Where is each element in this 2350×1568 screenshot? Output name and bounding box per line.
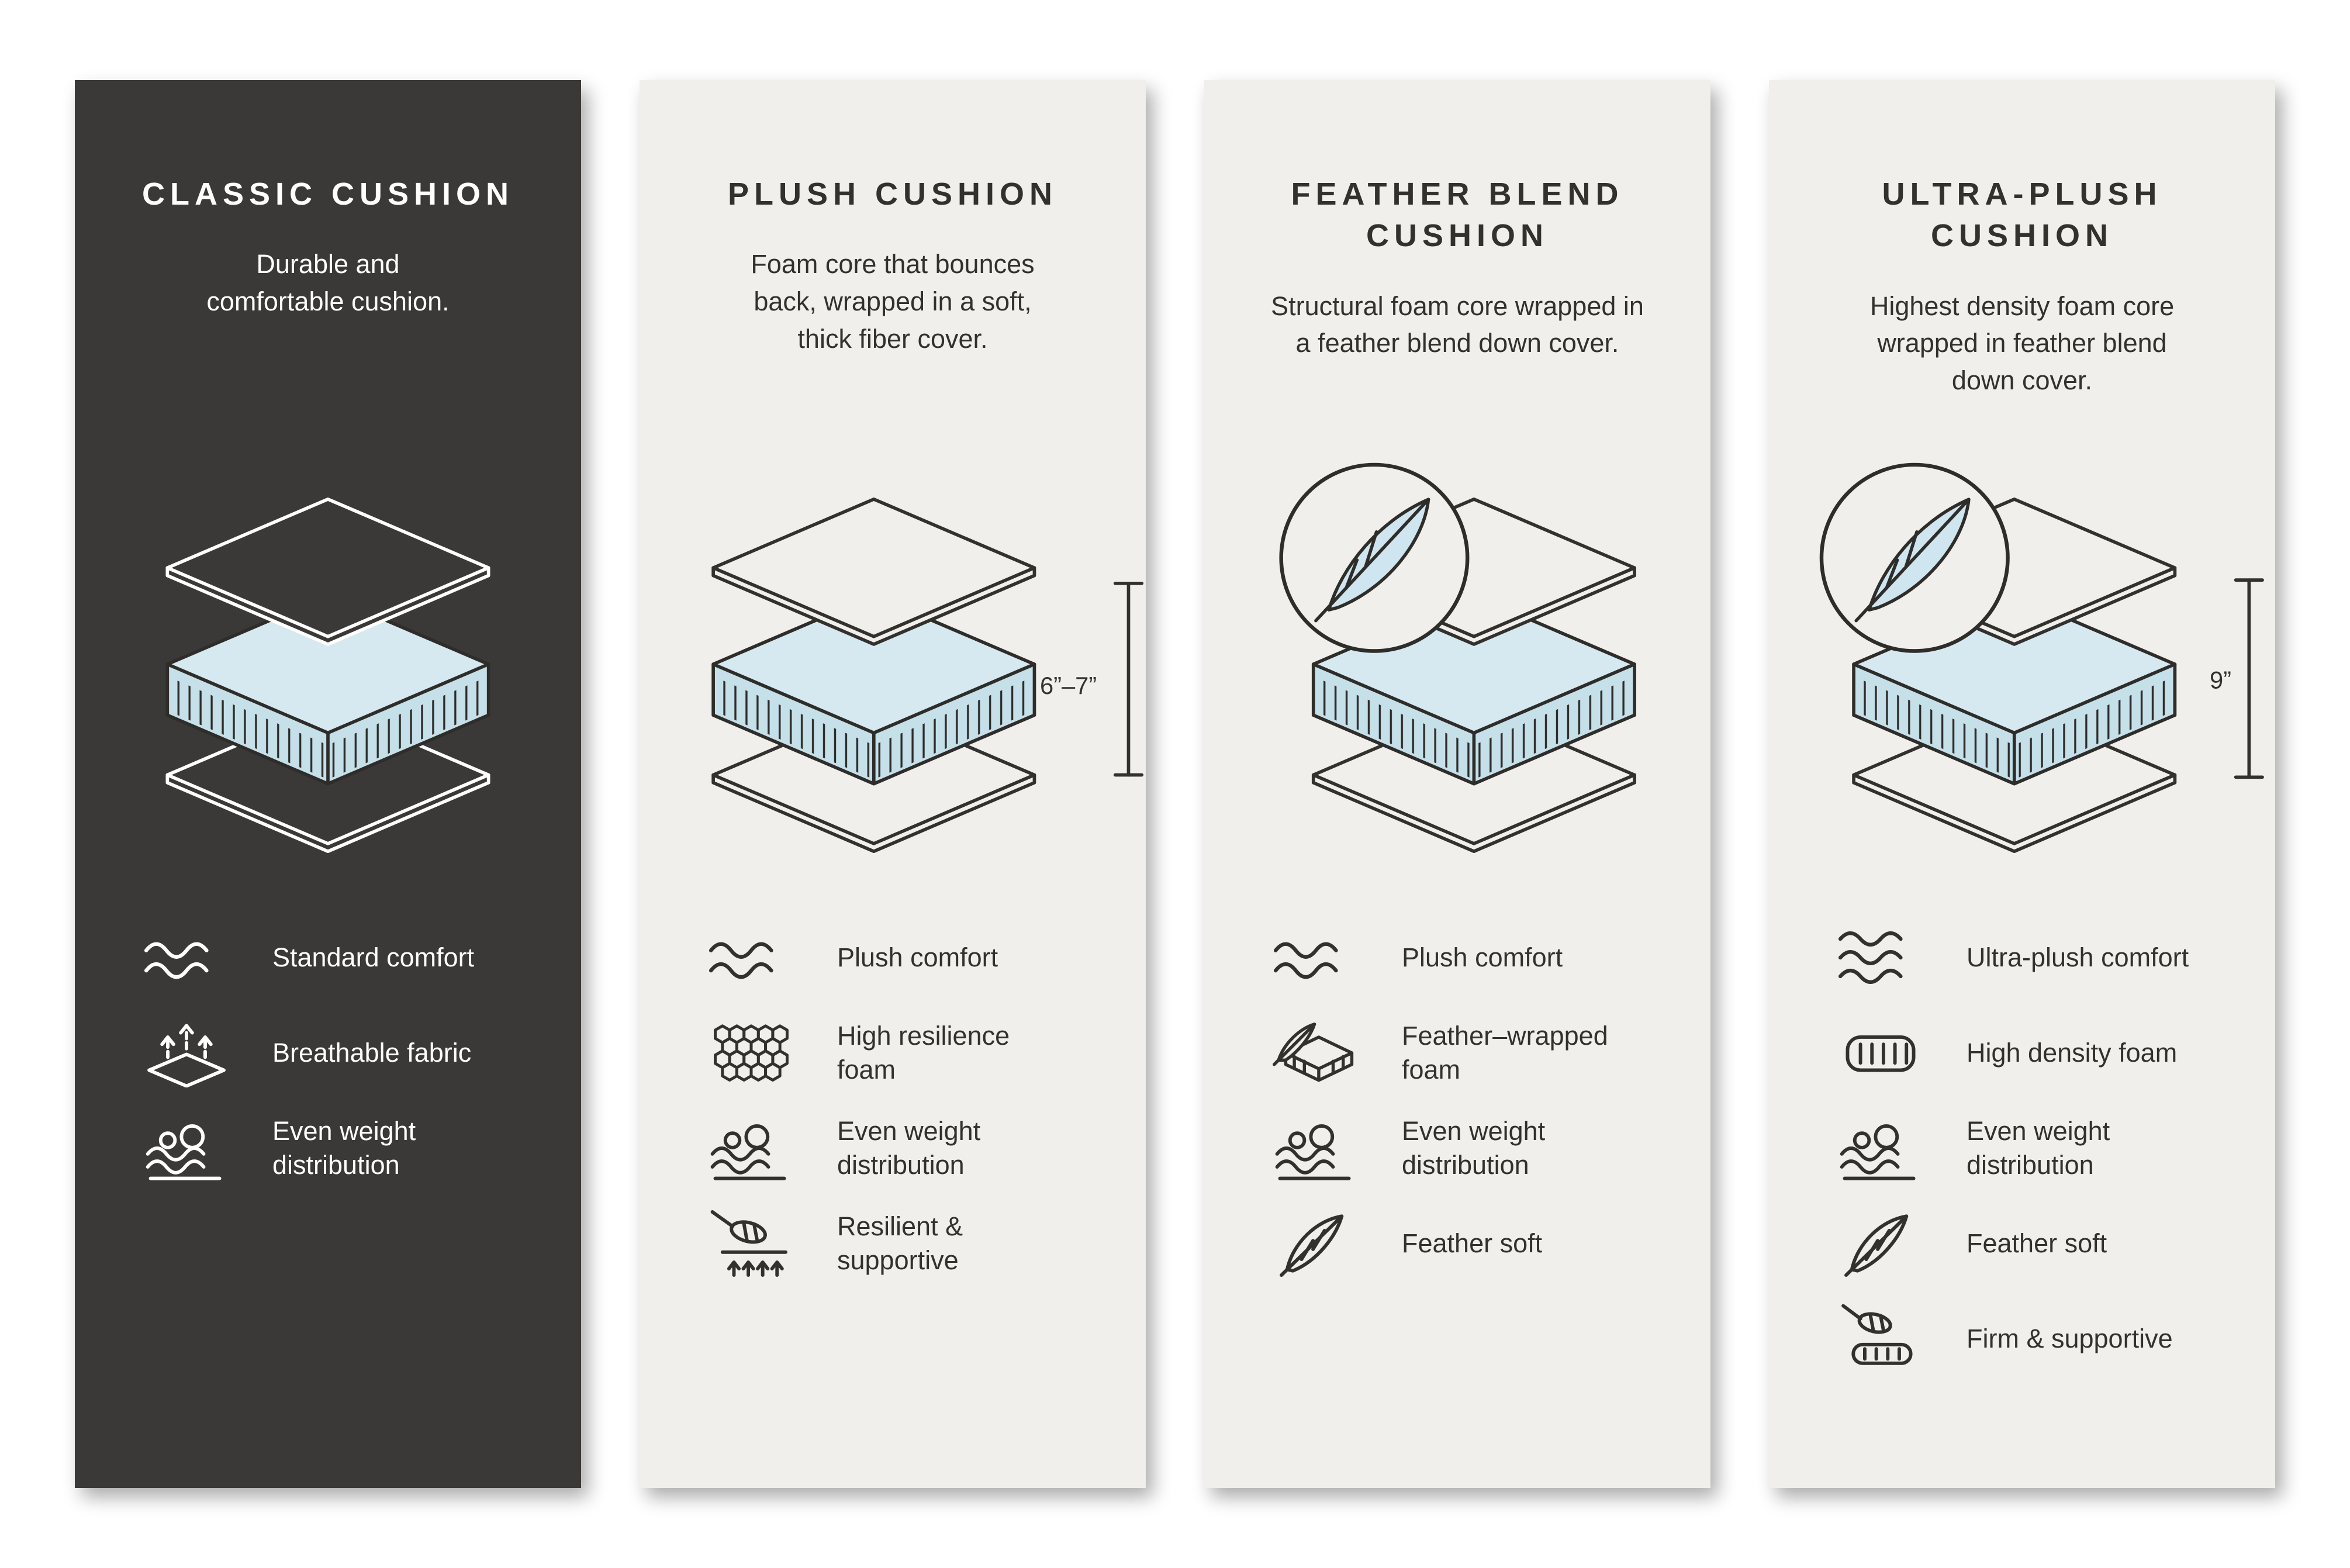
- density-foam-icon: [1834, 1018, 1927, 1087]
- feature-label: Feather soft: [1402, 1228, 1543, 1259]
- feature-label: Resilient & supportive: [837, 1211, 963, 1275]
- feature-row: Resilient & supportive: [705, 1209, 1114, 1278]
- feature-row: Feather soft: [1834, 1209, 2243, 1278]
- feature-list: Plush comfort High resilience foam Even …: [640, 923, 1146, 1304]
- breathable-icon: [140, 1018, 233, 1087]
- wave-icon: [1270, 923, 1362, 992]
- feature-list: Plush comfort Feather–wrapped foam Even …: [1204, 923, 1710, 1304]
- feature-row: High density foam: [1834, 1018, 2243, 1087]
- wave3-icon: [1834, 923, 1927, 992]
- feature-label: Even weight distribution: [837, 1116, 981, 1180]
- feature-row: Feather–wrapped foam: [1270, 1018, 1678, 1087]
- card-feather-blend-cushion: FEATHER BLEND CUSHION Structural foam co…: [1204, 80, 1710, 1488]
- feature-label: Even weight distribution: [272, 1116, 416, 1180]
- feature-label: Feather soft: [1967, 1228, 2107, 1259]
- card-ultra-plush-cushion: ULTRA-PLUSH CUSHION Highest density foam…: [1769, 80, 2275, 1488]
- cushion-layers-diagram: 9”: [1771, 444, 2264, 876]
- feature-row: Even weight distribution: [140, 1114, 549, 1183]
- firm-icon: [1834, 1304, 1927, 1373]
- cushion-layers-diagram: [1206, 444, 1709, 876]
- card-description: Foam core that bounces back, wrapped in …: [751, 249, 1035, 354]
- feature-label: Standard comfort: [272, 942, 475, 973]
- feature-label: Ultra-plush comfort: [1967, 942, 2189, 973]
- wave-icon: [140, 923, 233, 992]
- card-header: ULTRA-PLUSH CUSHION Highest density foam…: [1769, 174, 2275, 443]
- feature-label: Firm & supportive: [1967, 1324, 2173, 1354]
- feature-row: High resilience foam: [705, 1018, 1114, 1087]
- illustration-area: [75, 443, 581, 876]
- wave-icon: [705, 923, 797, 992]
- feature-row: Plush comfort: [1270, 923, 1678, 992]
- cushion-layers-diagram: 6”–7”: [641, 444, 1144, 876]
- card-title: CLASSIC CUSHION: [141, 177, 514, 212]
- feature-row: Firm & supportive: [1834, 1304, 2243, 1373]
- feature-label: Plush comfort: [837, 942, 998, 973]
- dimension-label: 6”–7”: [1040, 672, 1097, 699]
- feature-row: Even weight distribution: [1834, 1114, 2243, 1183]
- card-title: PLUSH CUSHION: [727, 177, 1058, 212]
- feature-label: High density foam: [1967, 1038, 2178, 1068]
- feather-icon: [1834, 1209, 1927, 1278]
- cushion-layers-diagram: [77, 444, 579, 876]
- dimension-label: 9”: [2210, 666, 2231, 693]
- card-classic-cushion: CLASSIC CUSHION Durable and comfortable …: [75, 80, 581, 1488]
- card-description: Highest density foam core wrapped in fea…: [1869, 291, 2175, 396]
- card-title: ULTRA-PLUSH CUSHION: [1882, 177, 2162, 254]
- illustration-area: 9”: [1769, 443, 2275, 876]
- feature-row: Even weight distribution: [1270, 1114, 1678, 1183]
- card-title: FEATHER BLEND CUSHION: [1291, 177, 1624, 254]
- feature-row: Standard comfort: [140, 923, 549, 992]
- card-header: PLUSH CUSHION Foam core that bounces bac…: [640, 174, 1146, 443]
- card-description: Structural foam core wrapped in a feathe…: [1271, 291, 1644, 358]
- honeycomb-icon: [705, 1018, 797, 1087]
- resilient-icon: [705, 1209, 797, 1278]
- feather-icon: [1270, 1209, 1362, 1278]
- feature-row: Plush comfort: [705, 923, 1114, 992]
- feather-badge-icon: [1822, 464, 2008, 651]
- feature-label: Even weight distribution: [1967, 1116, 2110, 1180]
- even-weight-icon: [140, 1114, 233, 1183]
- feather-badge-icon: [1281, 464, 1468, 651]
- feature-row: Ultra-plush comfort: [1834, 923, 2243, 992]
- illustration-area: 6”–7”: [640, 443, 1146, 876]
- feature-label: Even weight distribution: [1402, 1116, 1546, 1180]
- feature-label: Feather–wrapped foam: [1402, 1021, 1608, 1085]
- feature-list: Ultra-plush comfort High density foam Ev…: [1769, 923, 2275, 1400]
- even-weight-icon: [705, 1114, 797, 1183]
- card-header: CLASSIC CUSHION Durable and comfortable …: [75, 174, 581, 443]
- card-description: Durable and comfortable cushion.: [206, 249, 450, 317]
- even-weight-icon: [1270, 1114, 1362, 1183]
- dimension-marker: [1113, 581, 1144, 776]
- feature-label: High resilience foam: [837, 1021, 1010, 1085]
- card-plush-cushion: PLUSH CUSHION Foam core that bounces bac…: [640, 80, 1146, 1488]
- feature-label: Plush comfort: [1402, 942, 1563, 973]
- card-header: FEATHER BLEND CUSHION Structural foam co…: [1204, 174, 1710, 443]
- feature-list: Standard comfort Breathable fabric Even …: [75, 923, 581, 1209]
- dimension-marker: [2234, 578, 2264, 779]
- feature-row: Even weight distribution: [705, 1114, 1114, 1183]
- feather-foam-icon: [1270, 1018, 1362, 1087]
- even-weight-icon: [1834, 1114, 1927, 1183]
- feature-label: Breathable fabric: [272, 1038, 472, 1068]
- illustration-area: [1204, 443, 1710, 876]
- feature-row: Breathable fabric: [140, 1018, 549, 1087]
- feature-row: Feather soft: [1270, 1209, 1678, 1278]
